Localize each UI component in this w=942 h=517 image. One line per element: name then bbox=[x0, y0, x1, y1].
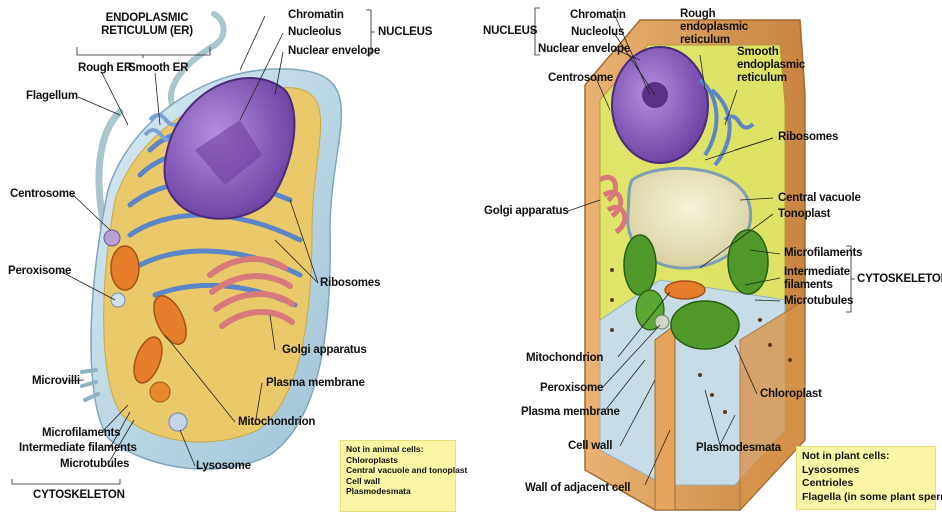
note-animal-item: Chloroplasts bbox=[346, 455, 450, 466]
label-plasmodesmata: Plasmodesmata bbox=[696, 442, 781, 455]
label-plant-microfilaments: Microfilaments bbox=[784, 247, 862, 260]
label-flagellum: Flagellum bbox=[26, 90, 78, 103]
label-animal-mitochondrion: Mitochondrion bbox=[238, 416, 315, 429]
label-animal-microtubules: Microtubules bbox=[60, 458, 129, 471]
adjacent-wall bbox=[655, 325, 675, 510]
label-central-vacuole: Central vacuole bbox=[778, 192, 861, 205]
label-animal-ribosomes: Ribosomes bbox=[320, 277, 380, 290]
plant-peroxisome-shape bbox=[655, 315, 669, 329]
label-plant-microtubules: Microtubules bbox=[784, 295, 853, 308]
label-animal-centrosome: Centrosome bbox=[10, 188, 75, 201]
label-animal-nucleus: NUCLEUS bbox=[378, 26, 432, 39]
label-lysosome: Lysosome bbox=[196, 460, 251, 473]
label-smooth-er: Smooth ER bbox=[128, 62, 188, 75]
label-plant-nucleolus: Nucleolus bbox=[571, 26, 624, 39]
note-animal-item: Cell wall bbox=[346, 476, 450, 487]
label-er-title: ENDOPLASMIC RETICULUM (ER) bbox=[95, 12, 199, 38]
label-animal-nucleolus: Nucleolus bbox=[288, 26, 341, 39]
label-wall-adjacent-cell: Wall of adjacent cell bbox=[525, 482, 630, 495]
note-animal-title: Not in animal cells: bbox=[346, 444, 450, 455]
label-animal-plasma-membrane: Plasma membrane bbox=[266, 377, 365, 390]
label-animal-cytoskeleton: CYTOSKELETON bbox=[33, 489, 125, 502]
label-rough-er: Rough ER bbox=[78, 62, 132, 75]
label-cell-wall: Cell wall bbox=[568, 440, 612, 453]
note-not-in-animal-cells: Not in animal cells: Chloroplasts Centra… bbox=[340, 440, 456, 512]
label-plant-nucleus: NUCLEUS bbox=[483, 25, 537, 38]
label-plant-plasma-membrane: Plasma membrane bbox=[521, 406, 620, 419]
label-animal-golgi: Golgi apparatus bbox=[282, 344, 367, 357]
label-plant-peroxisome: Peroxisome bbox=[540, 382, 603, 395]
animal-centrosome-shape bbox=[104, 230, 120, 246]
note-plant-item: Flagella (in some plant sperm) bbox=[802, 491, 930, 505]
note-not-in-plant-cells: Not in plant cells: Lysosomes Centrioles… bbox=[796, 446, 936, 510]
label-plant-smooth-er: Smooth endoplasmic reticulum bbox=[737, 46, 805, 85]
label-plant-rough-er: Rough endoplasmic reticulum bbox=[680, 8, 748, 47]
label-animal-intermediate-filaments: Intermediate filaments bbox=[19, 442, 137, 455]
note-animal-item: Plasmodesmata bbox=[346, 486, 450, 497]
label-plant-cytoskeleton: CYTOSKELETON bbox=[857, 273, 942, 286]
note-plant-item: Lysosomes bbox=[802, 464, 930, 478]
animal-cell-drawing bbox=[82, 14, 341, 469]
label-microvilli: Microvilli bbox=[32, 375, 80, 388]
label-plant-golgi: Golgi apparatus bbox=[484, 205, 569, 218]
plant-cell-drawing bbox=[585, 20, 805, 510]
animal-peroxisome-shape bbox=[111, 293, 125, 307]
label-animal-microfilaments: Microfilaments bbox=[42, 427, 120, 440]
label-plant-mitochondrion: Mitochondrion bbox=[526, 352, 603, 365]
label-chloroplast: Chloroplast bbox=[760, 388, 822, 401]
note-plant-item: Centrioles bbox=[802, 477, 930, 491]
plant-mitochondrion-shape bbox=[665, 281, 705, 299]
label-animal-chromatin: Chromatin bbox=[288, 9, 344, 22]
label-tonoplast: Tonoplast bbox=[778, 208, 830, 221]
label-animal-peroxisome: Peroxisome bbox=[8, 265, 71, 278]
label-plant-ribosomes: Ribosomes bbox=[778, 131, 838, 144]
label-animal-nuclear-envelope: Nuclear envelope bbox=[288, 45, 380, 58]
note-animal-item: Central vacuole and tonoplast bbox=[346, 465, 450, 476]
label-plant-centrosome: Centrosome bbox=[548, 72, 613, 85]
animal-lysosome-shape bbox=[169, 413, 187, 431]
label-plant-nuclear-envelope: Nuclear envelope bbox=[538, 43, 630, 56]
label-plant-chromatin: Chromatin bbox=[570, 9, 626, 22]
label-plant-intermediate-filaments: Intermediate filaments bbox=[784, 266, 850, 292]
note-plant-title: Not in plant cells: bbox=[802, 450, 930, 464]
